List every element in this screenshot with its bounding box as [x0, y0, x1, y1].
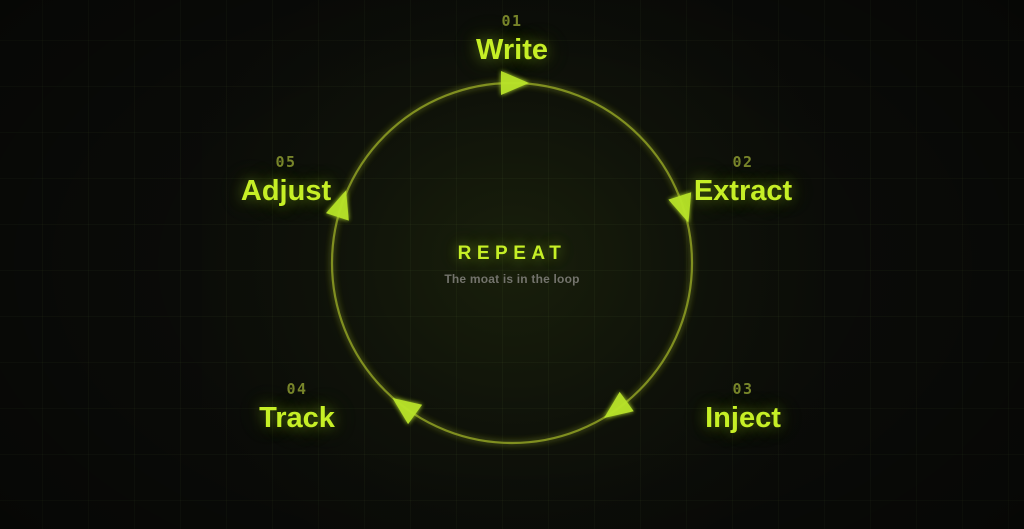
cycle-node-write[interactable]: 01 Write [476, 14, 548, 65]
cycle-node-adjust[interactable]: 05 Adjust [241, 155, 331, 206]
cycle-arrowhead-03 [604, 391, 634, 418]
cycle-node-number: 03 [732, 380, 754, 398]
cycle-node-label: Write [476, 34, 548, 66]
cycle-node-number: 02 [732, 153, 754, 171]
cycle-center-block: REPEAT The moat is in the loop [444, 244, 579, 285]
cycle-node-extract[interactable]: 02 Extract [694, 155, 792, 206]
cycle-node-number: 04 [286, 380, 308, 398]
cycle-node-track[interactable]: 04 Track [259, 382, 335, 433]
cycle-center-subtitle: The moat is in the loop [444, 272, 580, 286]
cycle-arrowhead-01 [501, 71, 529, 95]
cycle-node-label: Adjust [240, 175, 332, 207]
cycle-arrowhead-04 [392, 398, 423, 425]
cycle-node-number: 01 [501, 12, 523, 30]
cycle-node-label: Extract [693, 175, 793, 207]
cycle-center-title: REPEAT [457, 243, 567, 264]
cycle-node-label: Track [259, 402, 335, 434]
cycle-node-label: Inject [705, 402, 781, 434]
cycle-node-number: 05 [275, 153, 297, 171]
cycle-node-inject[interactable]: 03 Inject [705, 382, 781, 433]
